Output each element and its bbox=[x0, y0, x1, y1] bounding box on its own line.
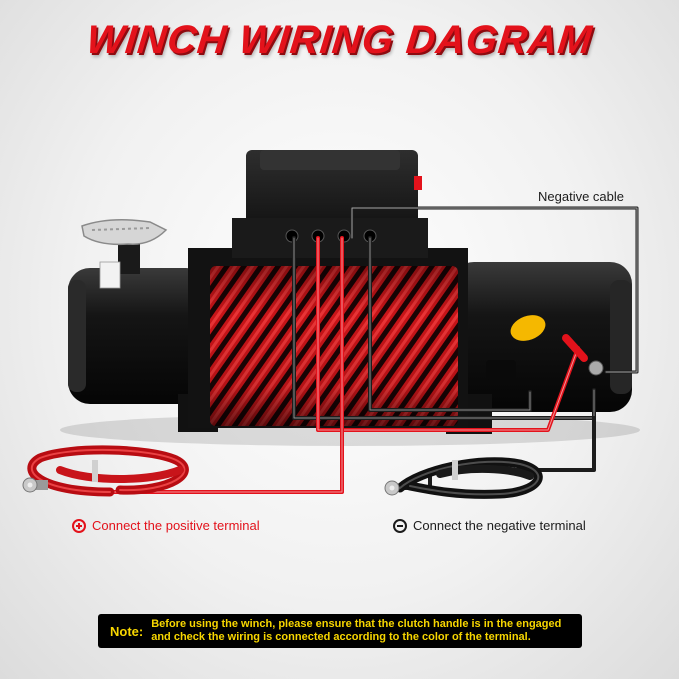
positive-cable-coil bbox=[22, 445, 189, 497]
winch-left-motor bbox=[68, 268, 218, 432]
negative-cable-label: Negative cable bbox=[538, 189, 624, 204]
positive-wire-paths bbox=[108, 236, 580, 494]
positive-terminal-text: Connect the positive terminal bbox=[92, 518, 260, 533]
note-line-2: and check the wiring is connected accord… bbox=[151, 631, 531, 643]
winch-right-motor bbox=[446, 262, 632, 434]
yellow-cap bbox=[510, 315, 546, 341]
negative-terminal-text: Connect the negative terminal bbox=[413, 518, 586, 533]
note-tag: Note: bbox=[110, 623, 144, 639]
negative-post bbox=[588, 360, 604, 376]
note-banner: Note: Before using the winch, please ens… bbox=[98, 614, 582, 648]
negative-cable-coil bbox=[384, 457, 543, 499]
rope-drum bbox=[210, 266, 458, 426]
note-text: Before using the winch, please ensure th… bbox=[151, 618, 561, 644]
plus-icon bbox=[72, 518, 86, 533]
note-line-1: Before using the winch, please ensure th… bbox=[151, 618, 562, 630]
minus-icon bbox=[393, 518, 407, 533]
negative-terminal-label: Connect the negative terminal bbox=[393, 518, 586, 533]
positive-terminal-label: Connect the positive terminal bbox=[72, 518, 260, 533]
clutch-handle bbox=[81, 219, 168, 289]
positive-post-boot bbox=[562, 334, 588, 362]
